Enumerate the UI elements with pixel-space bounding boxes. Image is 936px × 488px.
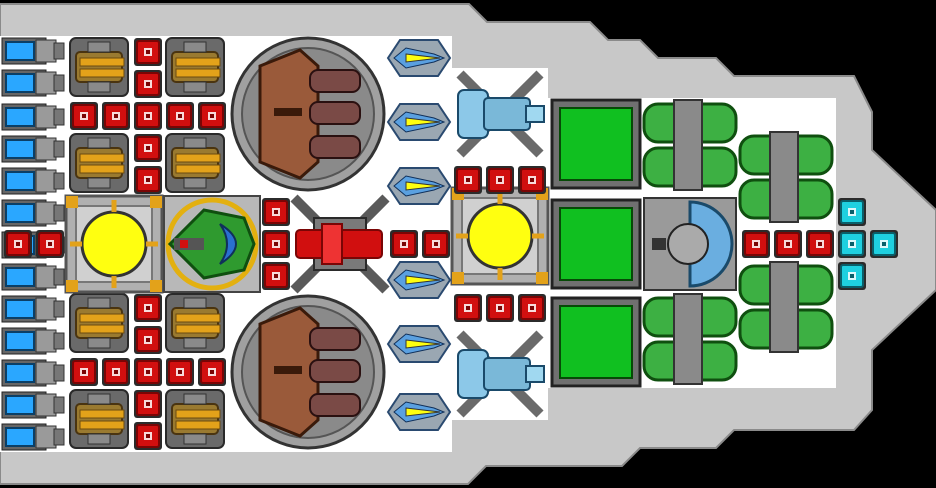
thruster[interactable] xyxy=(1,327,65,355)
ion-cannon[interactable] xyxy=(456,330,545,418)
missile-pod[interactable] xyxy=(386,39,452,77)
missile-pod[interactable] xyxy=(386,261,452,299)
armor-block-red[interactable] xyxy=(422,230,450,258)
cannon-module[interactable] xyxy=(69,133,129,193)
armor-block-cyan[interactable] xyxy=(838,198,866,226)
thruster[interactable] xyxy=(1,391,65,419)
armor-block-red[interactable] xyxy=(262,198,290,226)
armor-block-red[interactable] xyxy=(36,230,64,258)
thruster[interactable] xyxy=(1,263,65,291)
fuel-tank[interactable] xyxy=(642,99,738,191)
fuel-tank[interactable] xyxy=(738,261,834,353)
cannon-module[interactable] xyxy=(69,293,129,353)
armor-block-red[interactable] xyxy=(166,102,194,130)
armor-block-red[interactable] xyxy=(134,422,162,450)
thruster[interactable] xyxy=(1,423,65,451)
power-core[interactable] xyxy=(450,186,550,286)
armor-block-red[interactable] xyxy=(102,358,130,386)
power-core[interactable] xyxy=(64,194,164,294)
thruster[interactable] xyxy=(1,167,65,195)
armor-block-red[interactable] xyxy=(134,166,162,194)
thruster[interactable] xyxy=(1,135,65,163)
armor-block-red[interactable] xyxy=(806,230,834,258)
thruster[interactable] xyxy=(1,359,65,387)
armor-block-cyan[interactable] xyxy=(838,230,866,258)
thruster[interactable] xyxy=(1,295,65,323)
cockpit[interactable] xyxy=(163,195,261,293)
armor-block-red[interactable] xyxy=(198,358,226,386)
armor-block-cyan[interactable] xyxy=(870,230,898,258)
thruster[interactable] xyxy=(1,199,65,227)
green-panel[interactable] xyxy=(550,296,642,388)
thruster[interactable] xyxy=(1,37,65,65)
armor-block-red[interactable] xyxy=(134,326,162,354)
cannon-module[interactable] xyxy=(165,389,225,449)
armor-block-red[interactable] xyxy=(70,358,98,386)
armor-block-red[interactable] xyxy=(134,134,162,162)
armor-block-red[interactable] xyxy=(774,230,802,258)
armor-block-red[interactable] xyxy=(518,166,546,194)
armor-block-red[interactable] xyxy=(134,102,162,130)
cannon-module[interactable] xyxy=(69,389,129,449)
armor-block-red[interactable] xyxy=(262,230,290,258)
missile-pod[interactable] xyxy=(386,103,452,141)
armor-block-red[interactable] xyxy=(390,230,418,258)
armor-block-red[interactable] xyxy=(198,102,226,130)
armor-block-red[interactable] xyxy=(518,294,546,322)
cannon-module[interactable] xyxy=(165,133,225,193)
armor-block-red[interactable] xyxy=(134,294,162,322)
cannon-module[interactable] xyxy=(165,293,225,353)
missile-pod[interactable] xyxy=(386,167,452,205)
armor-block-red[interactable] xyxy=(454,294,482,322)
missile-pod[interactable] xyxy=(386,393,452,431)
reactor-hub[interactable] xyxy=(290,194,390,294)
large-turret[interactable] xyxy=(230,36,386,192)
armor-block-red[interactable] xyxy=(486,294,514,322)
green-panel[interactable] xyxy=(550,98,642,190)
cannon-module[interactable] xyxy=(165,37,225,97)
large-turret[interactable] xyxy=(230,294,386,450)
armor-block-red[interactable] xyxy=(742,230,770,258)
armor-block-red[interactable] xyxy=(134,358,162,386)
armor-block-cyan[interactable] xyxy=(838,262,866,290)
missile-pod[interactable] xyxy=(386,325,452,363)
armor-block-red[interactable] xyxy=(454,166,482,194)
armor-block-red[interactable] xyxy=(134,70,162,98)
thruster[interactable] xyxy=(1,69,65,97)
bridge-module[interactable] xyxy=(643,197,737,291)
armor-block-red[interactable] xyxy=(102,102,130,130)
cannon-module[interactable] xyxy=(69,37,129,97)
fuel-tank[interactable] xyxy=(642,293,738,385)
armor-block-red[interactable] xyxy=(134,390,162,418)
armor-block-red[interactable] xyxy=(262,262,290,290)
armor-block-red[interactable] xyxy=(486,166,514,194)
green-panel[interactable] xyxy=(550,198,642,290)
armor-block-red[interactable] xyxy=(134,38,162,66)
armor-block-red[interactable] xyxy=(166,358,194,386)
armor-block-red[interactable] xyxy=(70,102,98,130)
thruster[interactable] xyxy=(1,103,65,131)
ion-cannon[interactable] xyxy=(456,70,545,158)
fuel-tank[interactable] xyxy=(738,131,834,223)
armor-block-red[interactable] xyxy=(4,230,32,258)
